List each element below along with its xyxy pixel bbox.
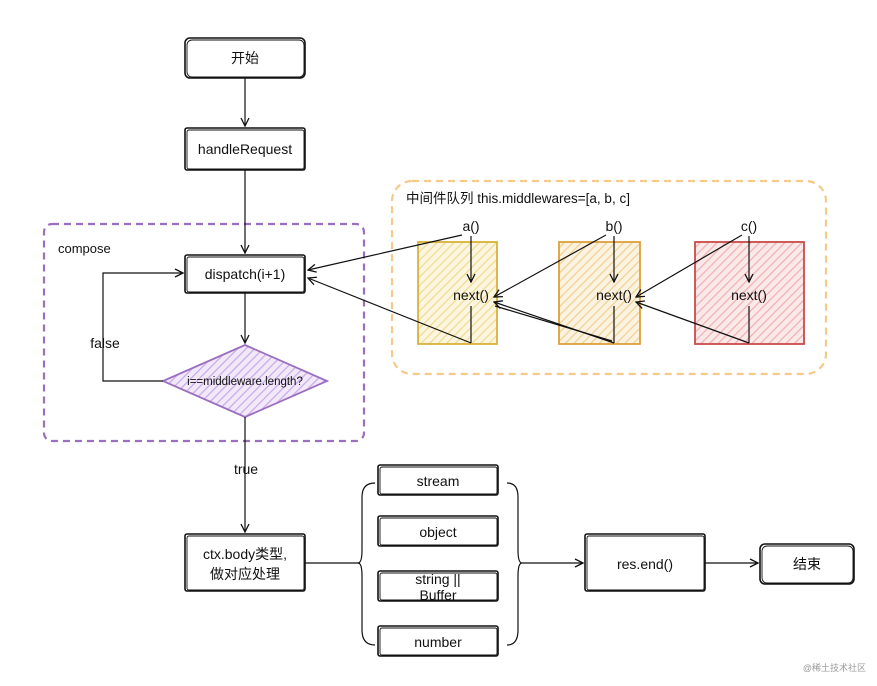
edge-b-return-to-a-next-sketch xyxy=(494,305,613,342)
middleware-b-box xyxy=(558,241,641,345)
end-node: 结束 xyxy=(759,543,855,585)
ctx-body-label-line2: 做对应处理 xyxy=(210,566,280,582)
object-node: object xyxy=(377,515,499,547)
res-end-node: res.end() xyxy=(584,533,706,592)
right-brace xyxy=(506,482,523,646)
string-buffer-node: string || Buffer xyxy=(377,570,499,603)
middleware-c-next-label: next() xyxy=(731,287,767,303)
dispatch-label: dispatch(i+1) xyxy=(205,266,286,282)
middleware-c-label: c() xyxy=(741,218,757,234)
stream-label: stream xyxy=(417,473,460,489)
edges xyxy=(102,78,758,646)
number-label: number xyxy=(414,634,462,650)
end-label: 结束 xyxy=(793,556,821,572)
edge-c-return-to-b-next xyxy=(636,302,750,344)
start-node: 开始 xyxy=(184,37,306,79)
middleware-b-next-label: next() xyxy=(596,287,632,303)
watermark: @稀土技术社区 xyxy=(803,662,866,673)
edge-c-to-b-next xyxy=(636,234,743,297)
middleware-a-next-label: next() xyxy=(453,287,489,303)
number-node: number xyxy=(377,625,499,657)
middleware-queue-title: 中间件队列 this.middlewares=[a, b, c] xyxy=(406,191,630,206)
ctx-body-node: ctx.body类型, 做对应处理 xyxy=(184,533,306,592)
handle-request-node: handleRequest xyxy=(184,127,306,171)
true-label: true xyxy=(234,461,258,477)
stream-node: stream xyxy=(377,464,499,496)
left-brace xyxy=(357,482,376,646)
middleware-queue-container xyxy=(390,179,828,376)
compose-label: compose xyxy=(58,241,111,256)
edge-a-return-to-dispatch xyxy=(308,278,472,344)
start-label: 开始 xyxy=(231,50,259,66)
edge-false-loop xyxy=(102,273,183,382)
false-label: false xyxy=(90,335,120,351)
handle-request-label: handleRequest xyxy=(198,141,292,157)
string-buffer-label-line1: string || xyxy=(415,571,460,587)
string-buffer-label-line2: Buffer xyxy=(419,587,456,603)
middleware-a-label: a() xyxy=(462,218,479,234)
edge-b-to-a-next xyxy=(494,234,607,297)
condition-diamond: i==middleware.length? xyxy=(160,344,330,418)
condition-label: i==middleware.length? xyxy=(187,376,303,388)
edge-a-to-dispatch xyxy=(308,234,463,270)
res-end-label: res.end() xyxy=(617,556,673,572)
dispatch-node: dispatch(i+1) xyxy=(184,254,306,294)
ctx-body-label-line1: ctx.body类型, xyxy=(203,546,287,562)
middleware-b-label: b() xyxy=(605,218,622,234)
object-label: object xyxy=(419,524,456,540)
